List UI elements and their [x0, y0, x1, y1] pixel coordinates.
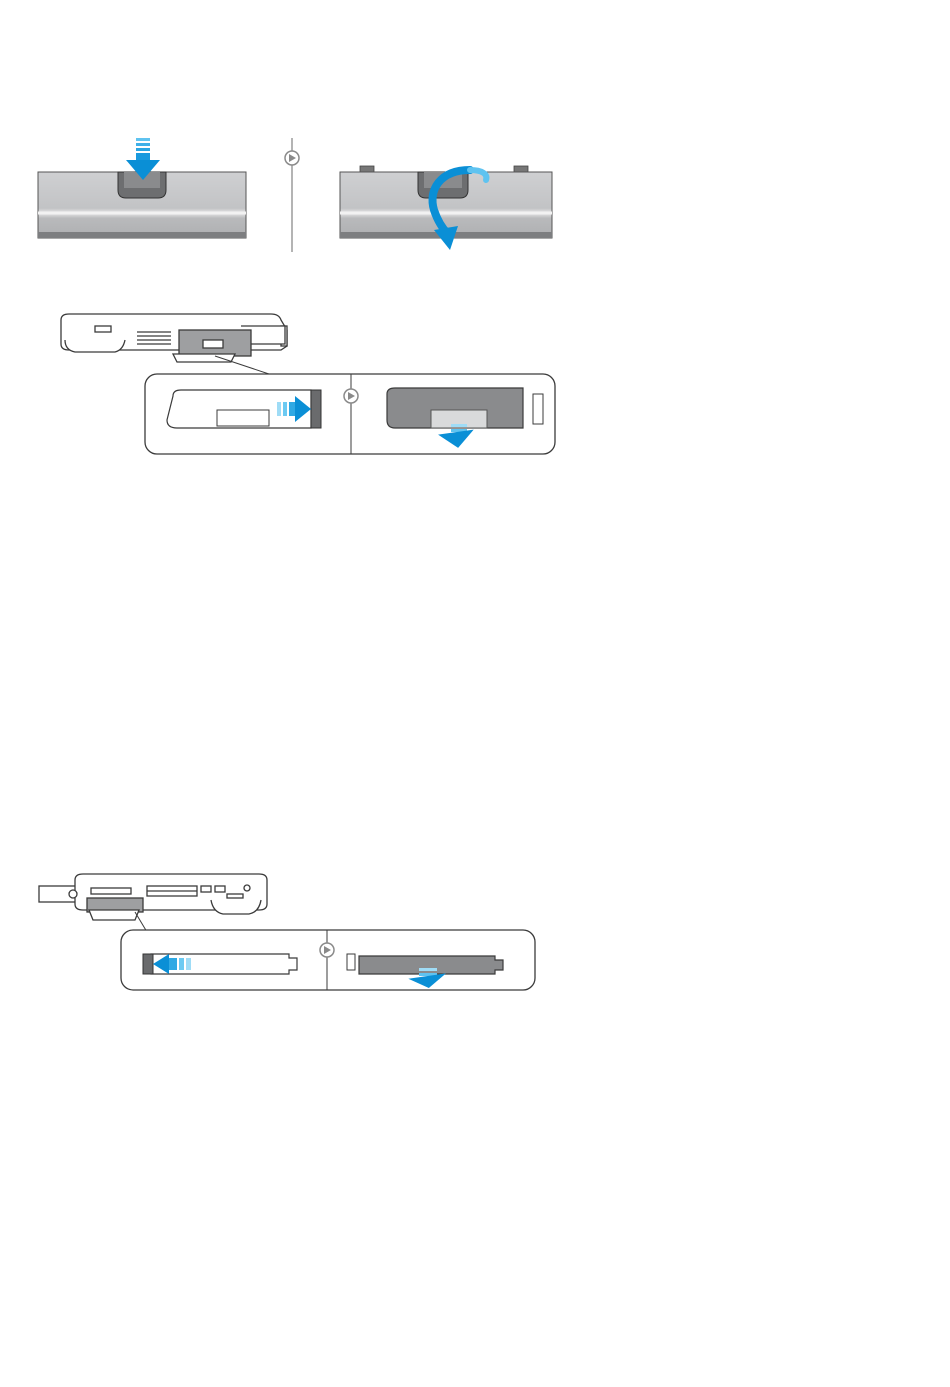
bay-step1: [143, 954, 297, 974]
step-divider: [285, 138, 299, 252]
laptop-side-view: [61, 314, 287, 362]
figure-left-bay-removal: [55, 310, 560, 460]
battery-latch-illustration: [30, 130, 570, 260]
figure-battery-latch: [30, 130, 570, 260]
bay-step1: [167, 390, 321, 428]
figure-right-bay-removal: [35, 870, 540, 995]
right-bay-illustration: [35, 870, 540, 995]
left-bay-illustration: [55, 310, 560, 460]
laptop-side-view: [39, 874, 267, 920]
battery-panel-step1: [38, 172, 246, 238]
